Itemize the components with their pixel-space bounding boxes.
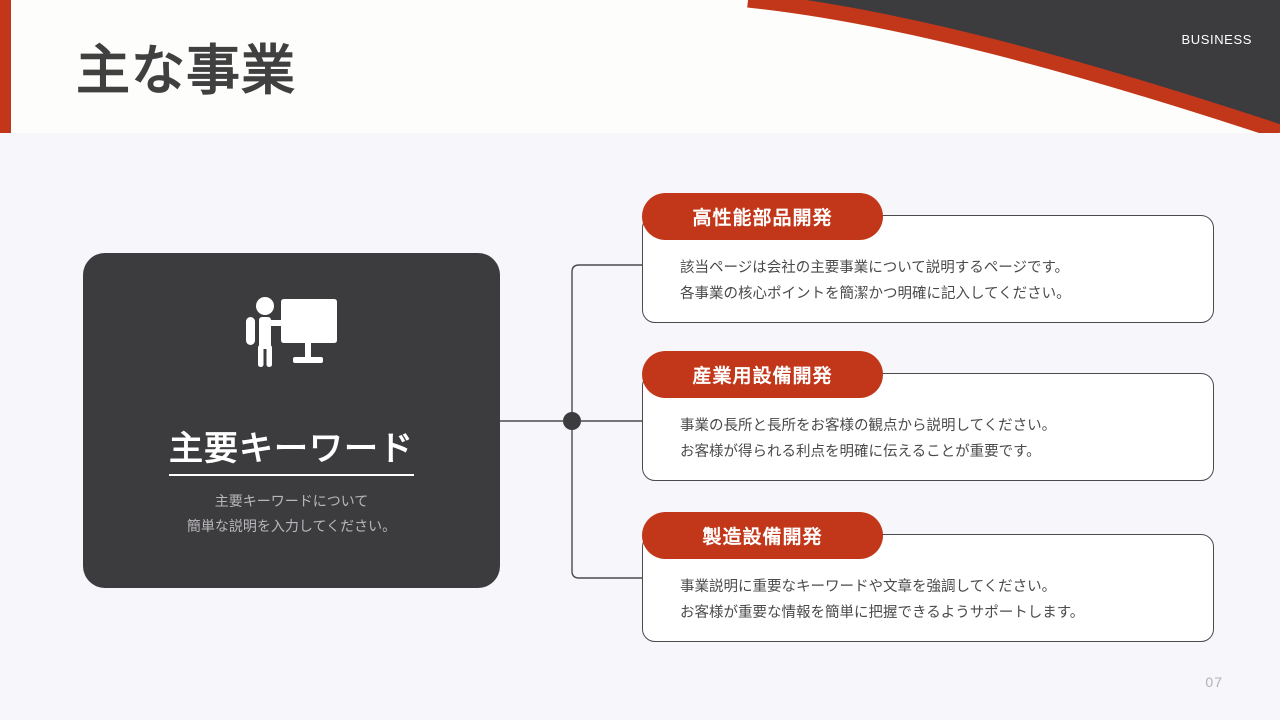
business-item-3-line-2: お客様が重要な情報を簡単に把握できるようサポートします。 [680,605,1085,622]
key-card-description-line-2: 簡単な説明を入力してください。 [186,517,397,534]
business-item-3-text: 事業説明に重要なキーワードや文章を強調してください。 お客様が重要な情報を簡単に… [680,574,1084,627]
key-card-title: 主要キーワード [83,430,500,477]
business-item-1-line-1: 該当ページは会社の主要事業について説明するページです。 [680,260,1070,276]
presenter-chart-icon [83,295,500,371]
business-item-2-line-2: お客様が得られる利点を明確に伝えることが重要です。 [680,444,1041,461]
business-item-1-line-2: 各事業の核心ポイントを簡潔かつ明確に記入してください。 [680,286,1071,303]
header-curve-decoration [747,0,1280,133]
business-item-2-badge[interactable]: 産業用設備開発 [642,351,883,398]
key-keyword-card[interactable]: 主要キーワード 主要キーワードについて 簡単な説明を入力してください。 [83,253,500,588]
header-accent-bar [0,0,11,133]
key-card-description-line-1: 主要キーワードについて [214,493,369,509]
key-card-description: 主要キーワードについて 簡単な説明を入力してください。 [83,489,500,538]
header-eyebrow-label: BUSINESS [1181,32,1252,47]
page-number: 07 [1205,674,1223,690]
business-item-1-text: 該当ページは会社の主要事業について説明するページです。 各事業の核心ポイントを簡… [680,255,1071,308]
business-item-3-line-1: 事業説明に重要なキーワードや文章を強調してください。 [680,579,1057,595]
page-title: 主な事業 [76,41,296,101]
business-item-2-line-1: 事業の長所と長所をお客様の観点から説明してください。 [680,418,1057,434]
business-item-3-badge[interactable]: 製造設備開発 [642,512,883,559]
business-item-2-text: 事業の長所と長所をお客様の観点から説明してください。 お客様が得られる利点を明確… [680,413,1056,466]
business-item-1-badge[interactable]: 高性能部品開発 [642,193,883,240]
slide-header: 主な事業 BUSINESS [0,0,1280,133]
business-item-1-box [642,215,1214,323]
key-card-title-text: 主要キーワード [169,430,414,477]
